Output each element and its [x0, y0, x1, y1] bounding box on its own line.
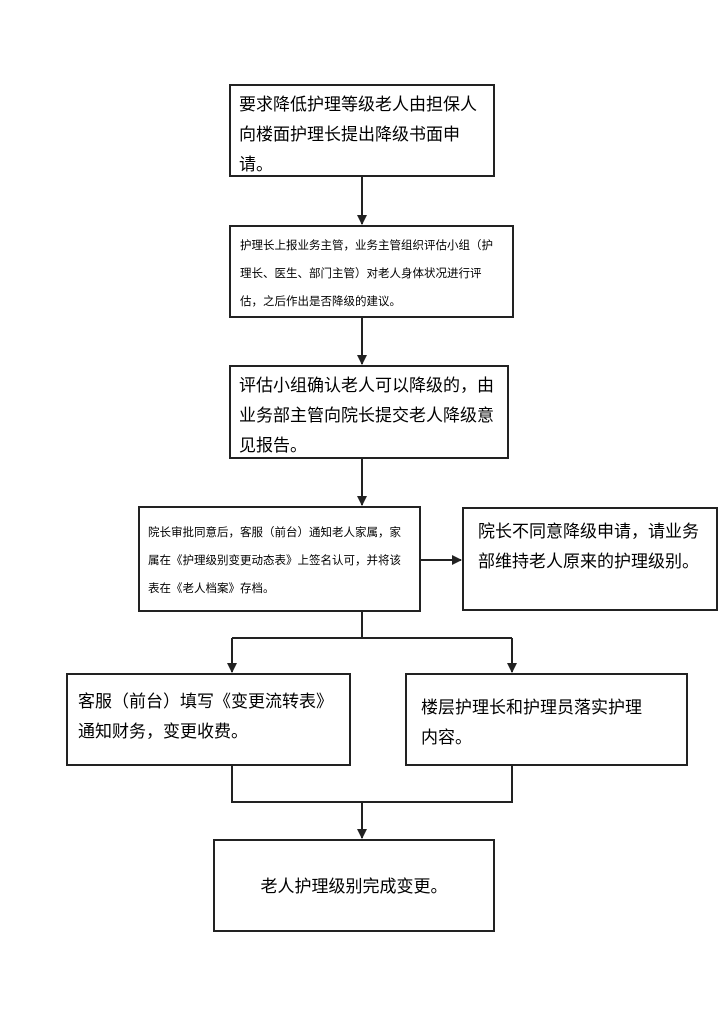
step5a-text: 客服（前台）填写《变更流转表》通知财务，变更收费。 [78, 692, 333, 742]
step3-text: 评估小组确认老人可以降级的，由业务部主管向院长提交老人降级意见报告。 [239, 376, 494, 456]
step1-text: 要求降低护理等级老人由担保人向楼面护理长提出降级书面申请。 [239, 95, 477, 175]
step6-box: 老人护理级别完成变更。 [213, 839, 495, 932]
connector-step4-split [232, 612, 512, 639]
step5b-text: 楼层护理长和护理员落实护理内容。 [421, 698, 642, 748]
step1-box: 要求降低护理等级老人由担保人向楼面护理长提出降级书面申请。 [229, 84, 495, 177]
step3-box: 评估小组确认老人可以降级的，由业务部主管向院长提交老人降级意见报告。 [229, 365, 509, 459]
step5a-box: 客服（前台）填写《变更流转表》通知财务，变更收费。 [66, 673, 351, 766]
reject-box: 院长不同意降级申请，请业务部维持老人原来的护理级别。 [462, 507, 718, 611]
connector-merge [231, 766, 513, 803]
step5b-box: 楼层护理长和护理员落实护理内容。 [405, 673, 688, 766]
step6-text: 老人护理级别完成变更。 [260, 877, 448, 897]
step4-text: 院长审批同意后，客服（前台）通知老人家属，家属在《护理级别变更动态表》上签名认可… [148, 525, 401, 595]
reject-text: 院长不同意降级申请，请业务部维持老人原来的护理级别。 [478, 522, 699, 572]
step2-text: 护理长上报业务主管，业务主管组织评估小组（护理长、医生、部门主管）对老人身体状况… [240, 238, 493, 308]
step2-box: 护理长上报业务主管，业务主管组织评估小组（护理长、医生、部门主管）对老人身体状况… [229, 225, 514, 318]
step4-box: 院长审批同意后，客服（前台）通知老人家属，家属在《护理级别变更动态表》上签名认可… [138, 506, 421, 612]
